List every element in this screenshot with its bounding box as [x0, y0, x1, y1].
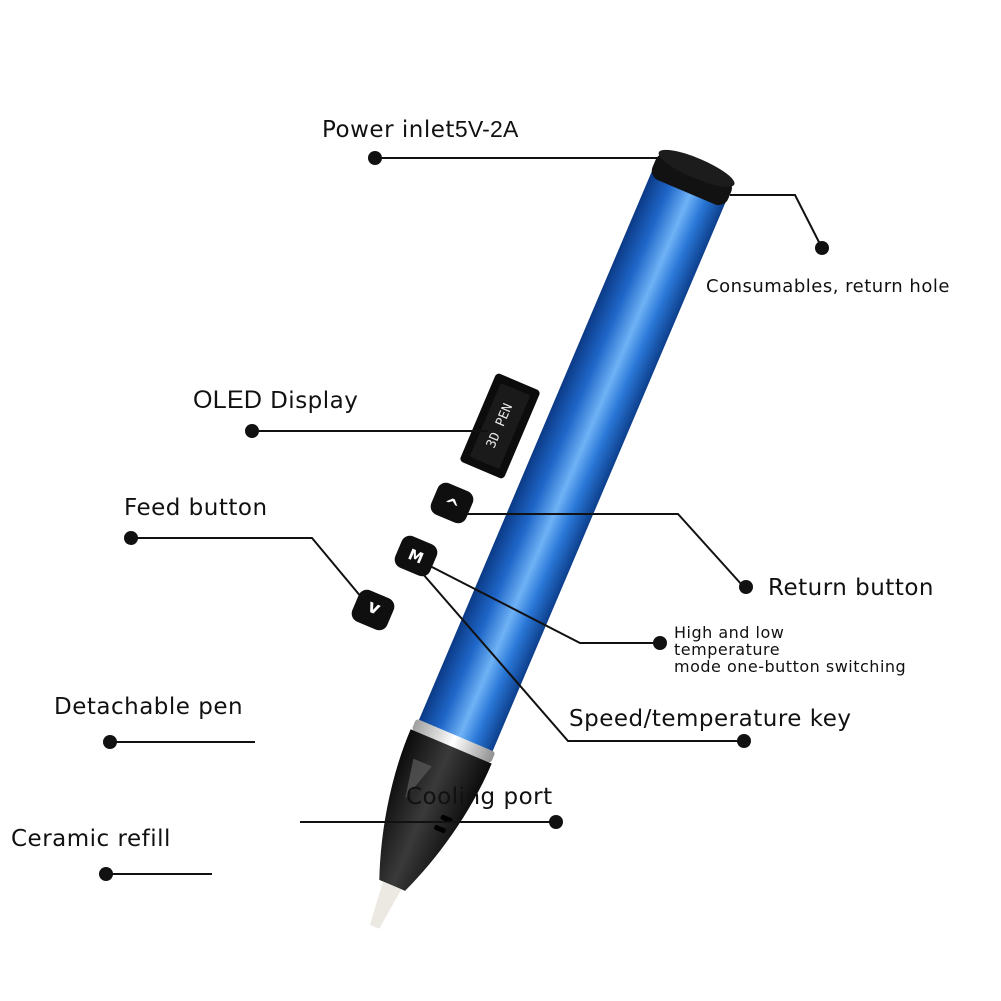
mode-key: M: [394, 535, 438, 577]
up-button-label: ^: [439, 493, 462, 519]
ceramic-refill: [369, 881, 402, 929]
callout-dots: [99, 151, 829, 881]
oled-display: 3D PEN: [460, 373, 540, 479]
speed-temperature-label: Speed/temperature key: [569, 706, 852, 732]
oled-display-label: OLED Display: [193, 386, 359, 414]
mode-switch-label: High and low temperature mode one-button…: [674, 623, 907, 676]
m-button-label: M: [405, 545, 426, 567]
return-button-label: Return button: [768, 575, 934, 601]
feed-key: v: [351, 589, 395, 631]
feed-button-label: Feed button: [124, 495, 268, 521]
leader-return: [465, 513, 743, 586]
leader-mode: [429, 565, 660, 644]
leader-feed: [131, 537, 363, 599]
consumables-label: Consumables, return hole: [706, 276, 950, 297]
ceramic-refill-label: Ceramic refill: [11, 826, 171, 852]
leader-speed: [415, 565, 742, 742]
callout-lines: [106, 157, 823, 875]
power-inlet: [658, 149, 735, 187]
leader-consumables: [730, 194, 823, 249]
detachable-pen-label: Detachable pen: [54, 694, 244, 720]
power-spec: 5V-2A: [454, 116, 519, 142]
cooling-port-label: Cooling port: [406, 784, 553, 810]
cooling-port: [440, 814, 453, 823]
pen-nozzle: [379, 729, 492, 891]
return-key: ^: [430, 482, 474, 524]
power-inlet-label: Power inlet5V-2A: [322, 116, 519, 143]
pen-ring: [412, 719, 495, 763]
pen-body: [417, 158, 730, 757]
